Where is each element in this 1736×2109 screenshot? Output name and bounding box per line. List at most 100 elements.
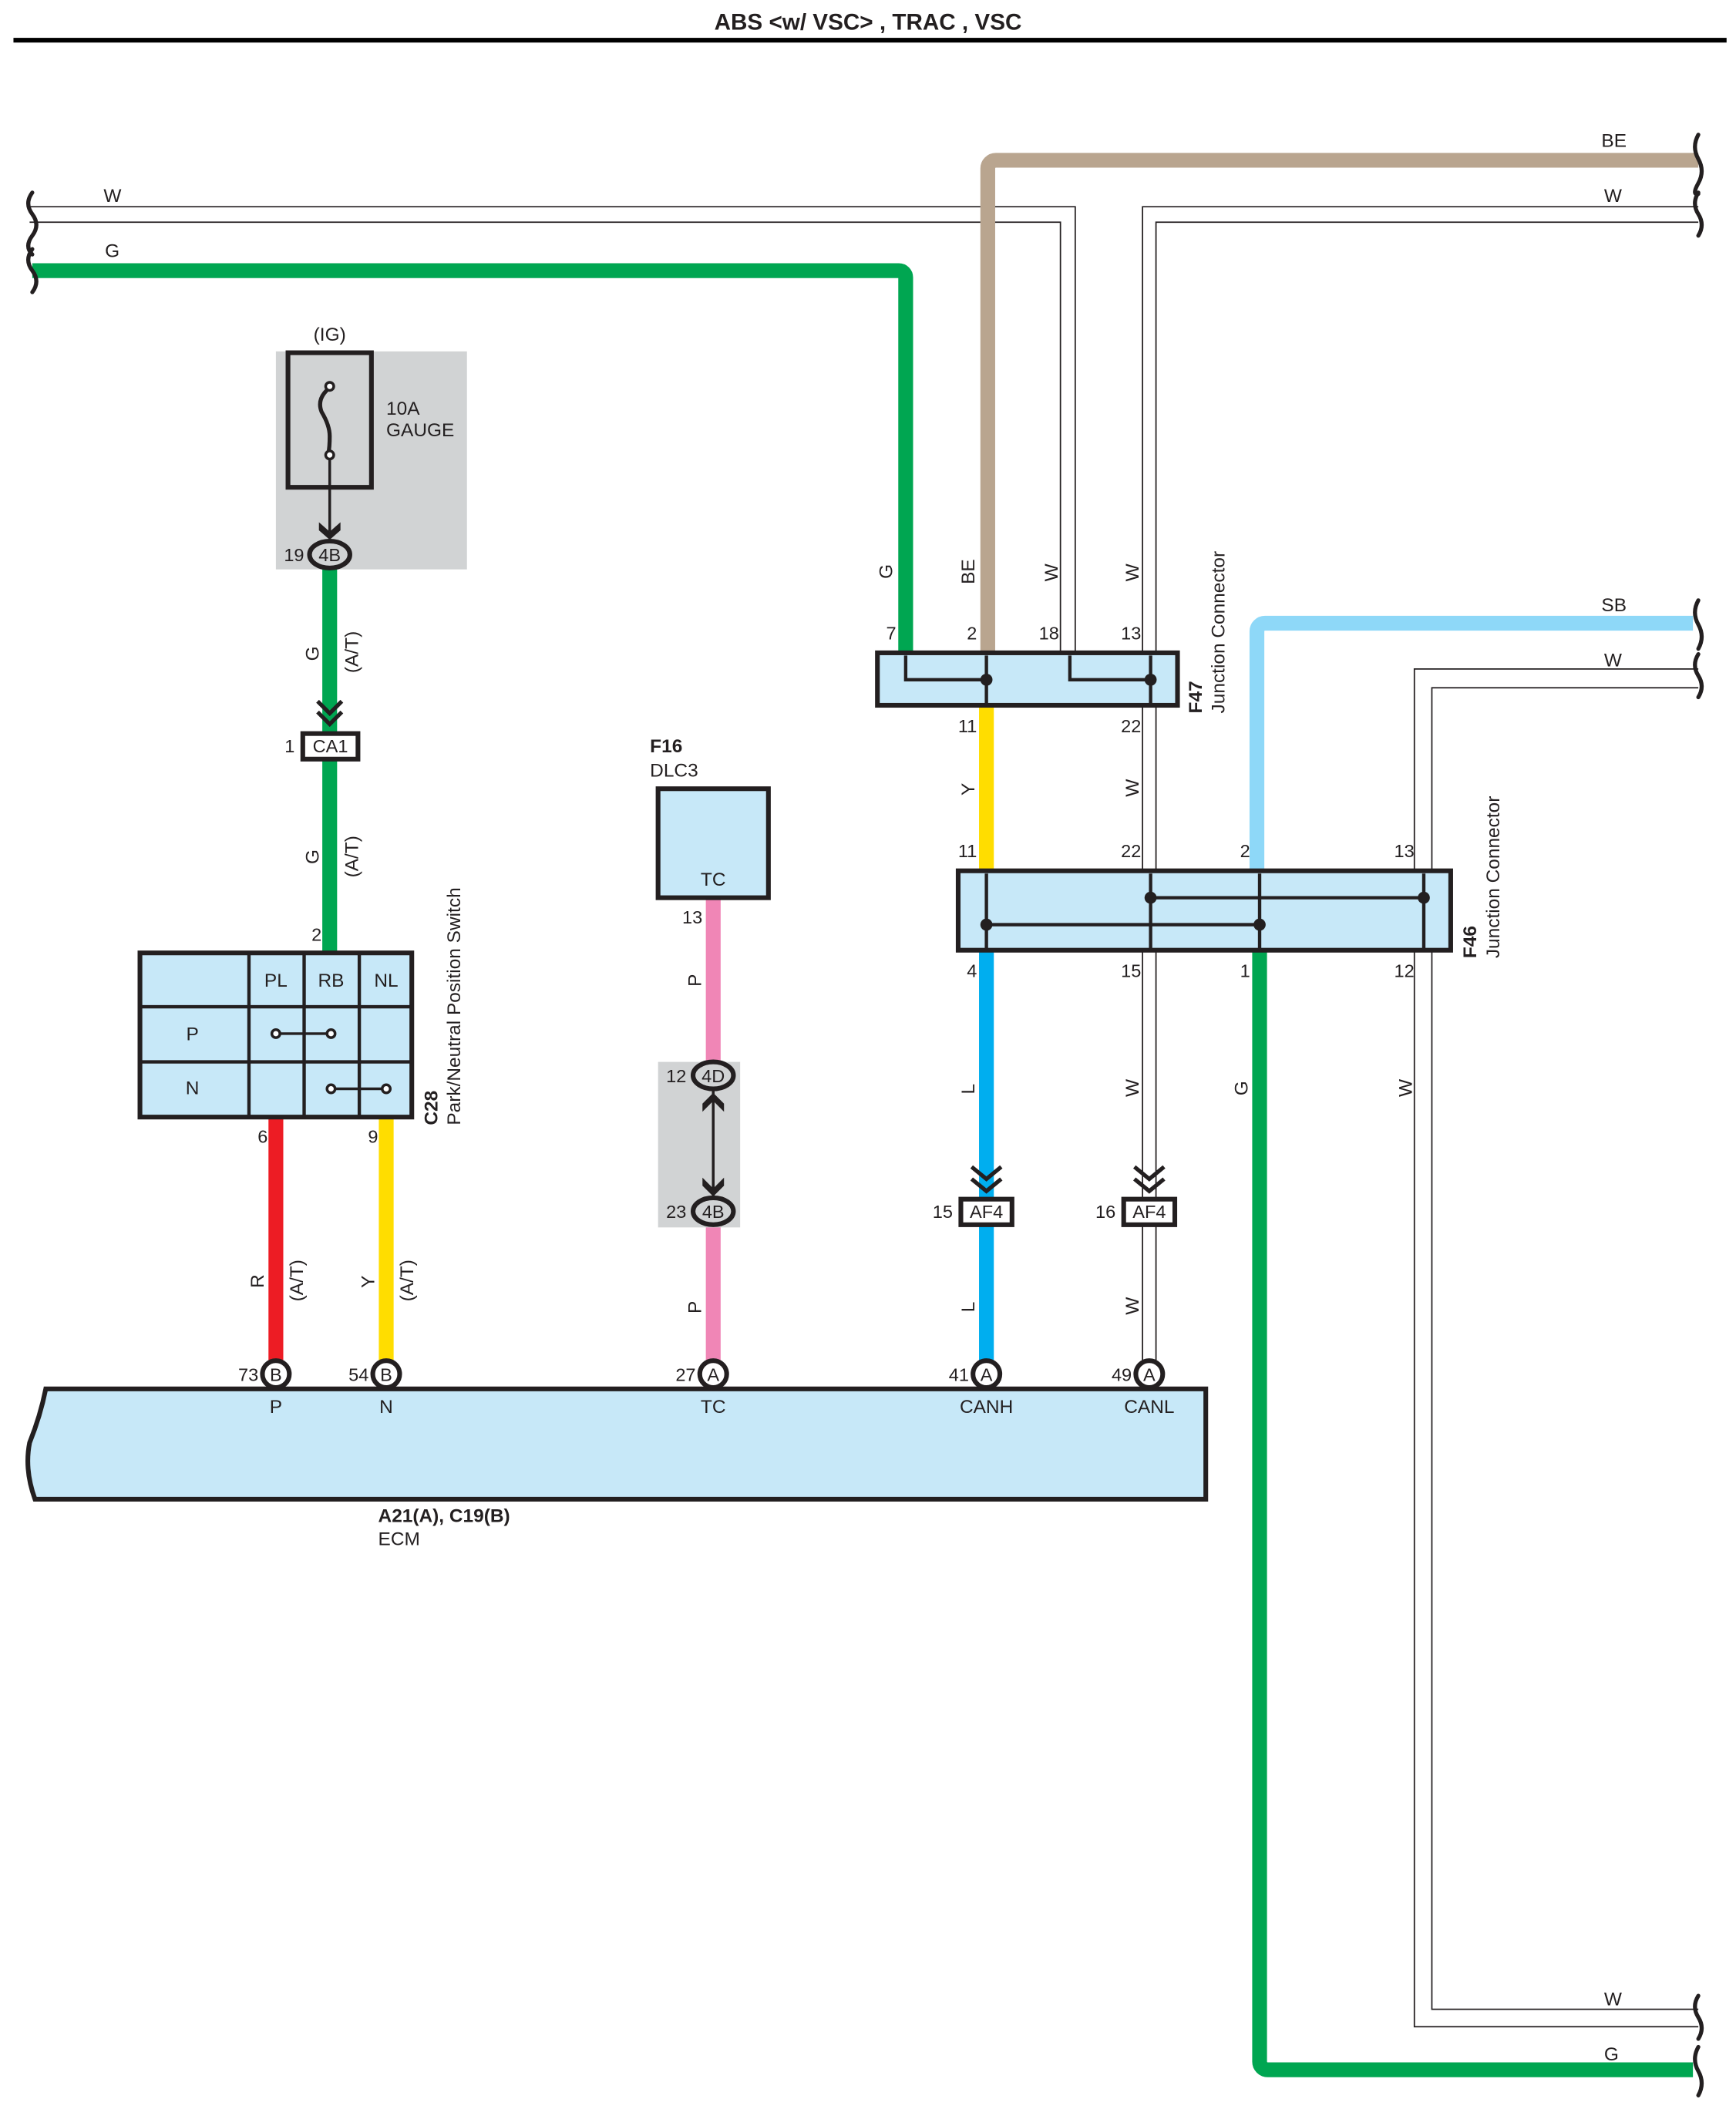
fuse-pin: 19 [284,545,304,565]
fuse-name: GAUGE [386,420,454,441]
ecm-codes: A21(A), C19(B) [378,1506,510,1527]
af4-16-label: AF4 [1132,1202,1166,1222]
f46-pin-11: 11 [958,841,977,861]
ca1-box [300,731,361,762]
label-f46-l: L [958,1084,979,1095]
label-r-at: (A/T) [287,1260,308,1301]
f47-pin-11: 11 [958,716,977,736]
label-dlc-p1: P [685,974,706,987]
f46-splice-dot [1144,891,1157,904]
label-f47-g: G [876,564,897,579]
fuse-10a-gauge: (IG) 10A GAUGE 4B 19 [275,325,467,570]
label-f47-be: BE [958,559,979,584]
ecm-terminal-connector: B [380,1364,392,1384]
label-y-at: (A/T) [397,1260,418,1301]
pn-row-p: P [186,1024,198,1045]
f46-name: Junction Connector [1483,796,1504,959]
pn-out-pin-6: 6 [257,1126,267,1146]
f46-junction-connector: 11 22 2 13 4 15 1 12 F46 Junction Connec… [955,796,1504,981]
fuse-element-icon [318,385,332,455]
pn-code: C28 [421,1091,442,1125]
ecm-terminal-connector: B [270,1364,282,1384]
connector-ca1: CA1 1 [284,699,361,762]
wire-w-right-outer [1413,668,1699,2028]
break-right-sb-icon [1693,598,1704,651]
wire-w-left-outer [29,206,1076,654]
label-sb: SB [1601,595,1627,616]
label-f46-w12: W [1395,1079,1416,1097]
ecm-terminal-pin: 54 [348,1364,368,1384]
pn-contact-n-icon [325,1083,392,1095]
af4-16-box [1121,1196,1178,1227]
f46-pin-12: 12 [1395,961,1415,981]
af4-16-pin: 16 [1095,1202,1115,1222]
ecm-terminal: B 54N [348,1358,402,1418]
label-f47-w1: W [1041,563,1062,581]
dlc3-box [655,786,771,900]
pn-out-pin-9: 9 [368,1126,378,1146]
dlc3-connector-4b [690,1195,736,1227]
break-left-g-icon [26,247,39,294]
ecm-terminal-pin: 27 [675,1364,695,1384]
af4-15-arrow-icon [970,1165,1003,1194]
f46-pin-1: 1 [1240,961,1250,981]
ecm-terminal-connector: A [707,1364,719,1384]
label-g-fuse: G [303,646,324,661]
ecm-box [25,1386,1209,1502]
af4-15-label: AF4 [970,1202,1003,1222]
ecm-terminal-circle [260,1358,292,1391]
ecm-terminal-circle [697,1358,729,1391]
dlc3-arrow-up-icon [702,1092,725,1112]
f46-splice-dot [980,918,993,931]
fuse-supply-label: (IG) [314,325,346,345]
dlc3-arrow-down-icon [702,1177,725,1197]
f46-pin-4: 4 [967,961,977,981]
label-w-left: W [103,186,121,207]
f46-splice-dot [1418,891,1430,904]
title-rule [13,38,1727,43]
ecm-terminal-label: N [379,1397,393,1418]
ecm-terminal-pin: 73 [238,1364,258,1384]
wire-w-left-inner [29,221,1061,654]
pn-col-rb: RB [318,970,344,991]
pn-row-n: N [186,1078,200,1098]
ecm-terminal-circle [971,1358,1003,1391]
dlc3-j1-connector: 4D [701,1066,725,1086]
af4-15-box [958,1196,1014,1227]
f47-junction-connector: 7 2 18 13 11 22 F47 Junction Connector [875,551,1230,736]
ecm-name: ECM [378,1529,420,1549]
f46-pin-2: 2 [1240,841,1250,861]
break-right-w-icon [1693,190,1704,238]
pn-contact-p-icon [270,1028,337,1039]
break-left-w-icon [26,190,39,257]
label-f47-w2: W [1122,563,1143,581]
f46-pin-22: 22 [1121,841,1141,861]
label-r-wire: R [247,1274,268,1288]
label-at-fuse: (A/T) [341,631,362,673]
wire-sb [1249,615,1694,873]
ca1-pin: 1 [284,736,294,756]
f46-box [955,868,1453,953]
fuse-connector-4b [307,538,352,570]
label-f47-y: Y [958,783,979,796]
fuse-arrow-icon [318,522,341,540]
break-symbols [26,133,1704,2097]
label-af4-w: W [1122,1297,1143,1315]
break-right-w2-icon [1693,652,1704,700]
dlc3-j2-pin: 23 [666,1202,686,1222]
label-at-ca1: (A/T) [341,836,362,877]
dlc3-name: DLC3 [650,761,698,782]
wire-w-right-inner [1431,687,1699,2010]
wire-labels: W G BE W SB W W G G (A/T) G (A/T) G BE W… [103,131,1627,2065]
ecm-terminal-pin: 49 [1112,1364,1132,1384]
dlc3-pin: 13 [682,907,702,927]
label-g-left: G [105,241,119,262]
ecm-terminal-label: CANH [960,1397,1013,1418]
ca1-arrow-icon [316,699,344,728]
dlc3-connector-4d [690,1059,736,1092]
ecm-terminal-label: CANL [1124,1397,1174,1418]
